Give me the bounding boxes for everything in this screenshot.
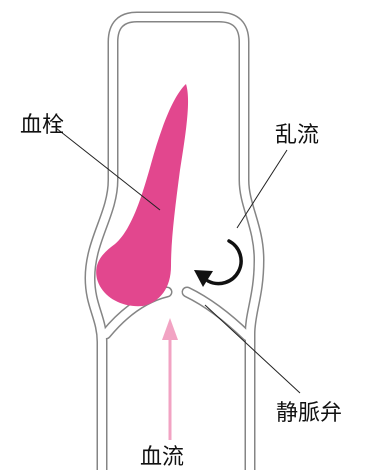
valve-leaflet-right [187,292,247,336]
valve-label: 静脈弁 [276,401,342,426]
clot-label: 血栓 [20,113,64,138]
blood-flow-label: 血流 [140,445,184,470]
arrow-up-icon [162,318,178,440]
flow-arrow-head [162,318,178,340]
turbulence-arrow-head [194,270,213,287]
curved-arrow-icon [194,241,241,287]
turbulence-arrow-arc [208,241,241,284]
turbulence-label: 乱流 [275,123,319,148]
